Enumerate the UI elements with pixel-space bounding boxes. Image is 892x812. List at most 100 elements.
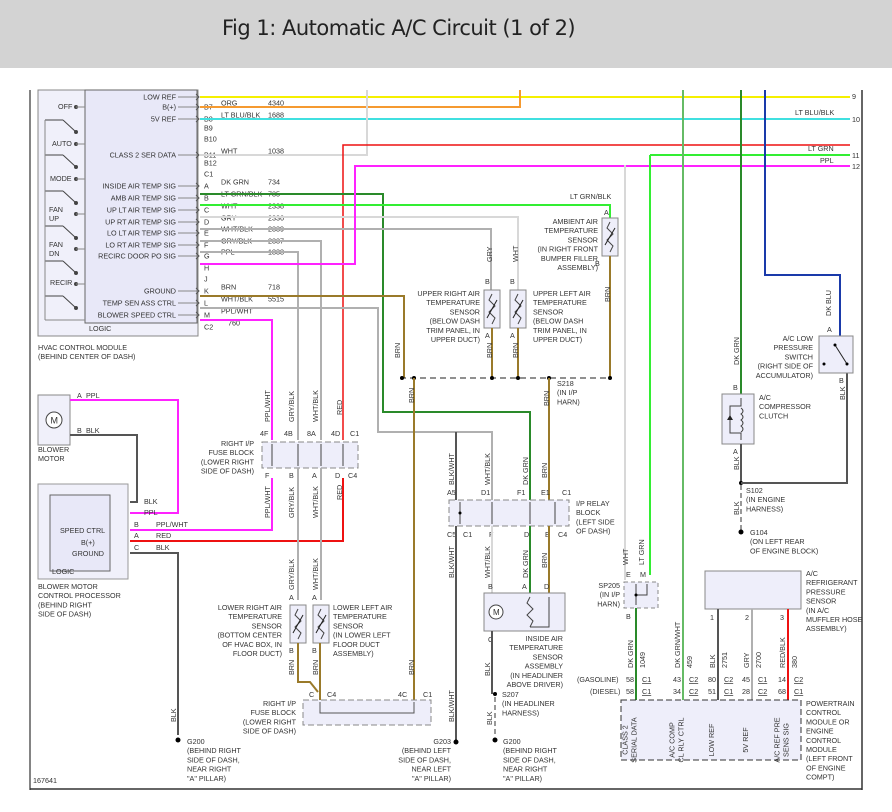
svg-text:4B: 4B [284,429,293,438]
motor-icon: M [51,416,59,426]
wire-gry-blk-2337 [200,251,299,440]
switch-off: OFF [58,102,73,111]
svg-text:B: B [134,520,139,529]
wire-color-label: GRY [485,246,494,262]
offpage-11: 11 [852,151,859,160]
svg-text:B(+): B(+) [81,538,95,547]
pcm-circuit-number: 1049 [638,652,647,668]
figure-number: 167641 [33,776,57,785]
svg-text:B: B [485,277,490,286]
wire-red [342,144,850,440]
pcm-diesel-pin: 28 [742,687,750,696]
svg-text:D: D [524,530,529,539]
svg-text:C4: C4 [327,690,336,699]
svg-text:BLK: BLK [156,543,170,552]
hvac-pin: H [204,264,209,273]
svg-text:A: A [485,331,490,340]
hvac-pin: B [204,194,209,203]
pcm-gas-pin: 58 [626,675,634,684]
pcm-circuit-number: 2700 [754,652,763,668]
wire-color-label: PPL/WHT [263,389,272,422]
hvac-signal-label: GROUND [144,287,176,296]
wiring-diagram: LOGIC HVAC CONTROL MODULE (BEHIND CENTER… [29,89,863,790]
hvac-signal-label: INSIDE AIR TEMP SIG [102,182,176,191]
wire-dk-grn-734 [200,193,531,500]
svg-text:C: C [309,690,314,699]
svg-text:F: F [265,471,270,480]
wire-color-label: BRN [540,553,549,568]
pcm-diesel-pin: 58 [626,687,634,696]
figure-title: Fig 1: Automatic A/C Circuit (1 of 2) [222,16,576,40]
hvac-pin-row: C1 [204,170,213,179]
offpage-12-color: PPL [820,156,834,165]
hvac-logic-label: LOGIC [89,324,111,333]
svg-text:B: B [733,383,738,392]
svg-text:SPEED CTRL: SPEED CTRL [60,526,105,535]
hvac-pin: E [204,229,209,238]
svg-text:C5: C5 [447,530,456,539]
svg-text:B: B [626,612,631,621]
hvac-switches: OFF AUTO MODE FAN UP FAN DN RECIR [44,102,85,321]
hvac-pin: C1 [204,170,213,179]
hvac-pin: J [204,275,208,284]
svg-text:BLK: BLK [144,497,158,506]
svg-text:A: A [604,208,609,217]
wire-wht-1038 [200,90,368,156]
hvac-pin: D [204,218,209,227]
hvac-circuit-number: 4340 [268,99,284,108]
wire-color-label: BRN [287,660,296,675]
svg-text:A: A [77,391,82,400]
hvac-pin-row: B10 [204,135,217,144]
hvac-wire-color: WHT [221,147,238,156]
pcm-gas-pin: 43 [673,675,681,684]
svg-text:D1: D1 [481,488,490,497]
svg-text:3: 3 [780,613,784,622]
hvac-pin: B12 [204,159,217,168]
pcm-gas-conn: C2 [724,675,733,684]
wire-brn-718 [200,295,405,378]
wire-color-label: BLK [732,501,741,515]
svg-text:C: C [488,635,493,644]
pcm-diesel-conn: C2 [758,687,767,696]
wire-gry-2336 [200,228,492,290]
hvac-wire-color: PPL/WHT [221,307,254,316]
hvac-pin-row: J [204,275,208,284]
wire-color-label: RED [335,485,344,500]
hvac-signal-label: LO LT AIR TEMP SIG [107,229,176,238]
hvac-circuit-number: 718 [268,283,280,292]
svg-text:A5: A5 [447,488,456,497]
wire-lt-grn-blk-735 [200,204,611,218]
hvac-pin: A [204,182,209,191]
pcm-signal-label: CLASS 2 [621,725,630,755]
hvac-pin-row: LOW REF [143,93,200,102]
pcm-wire-color: GRY [742,652,751,668]
wire-color-label: GRY/BLK [287,391,296,422]
pcm-wire-color: DK GRN/WHT [673,621,682,668]
svg-text:M: M [640,570,646,579]
pcm-diesel-conn: C1 [642,687,651,696]
hvac-pin: G [204,252,210,261]
hvac-signal-label: UP RT AIR TEMP SIG [105,218,176,227]
wire-color-label: WHT [511,245,520,262]
switch-auto: AUTO [52,139,72,148]
wire-color-label: BLK [483,662,492,676]
svg-text:B: B [595,259,600,268]
connector-icon [195,287,200,295]
hvac-signal-label: B(+) [162,103,176,112]
offpage-10: 10 [852,115,860,124]
